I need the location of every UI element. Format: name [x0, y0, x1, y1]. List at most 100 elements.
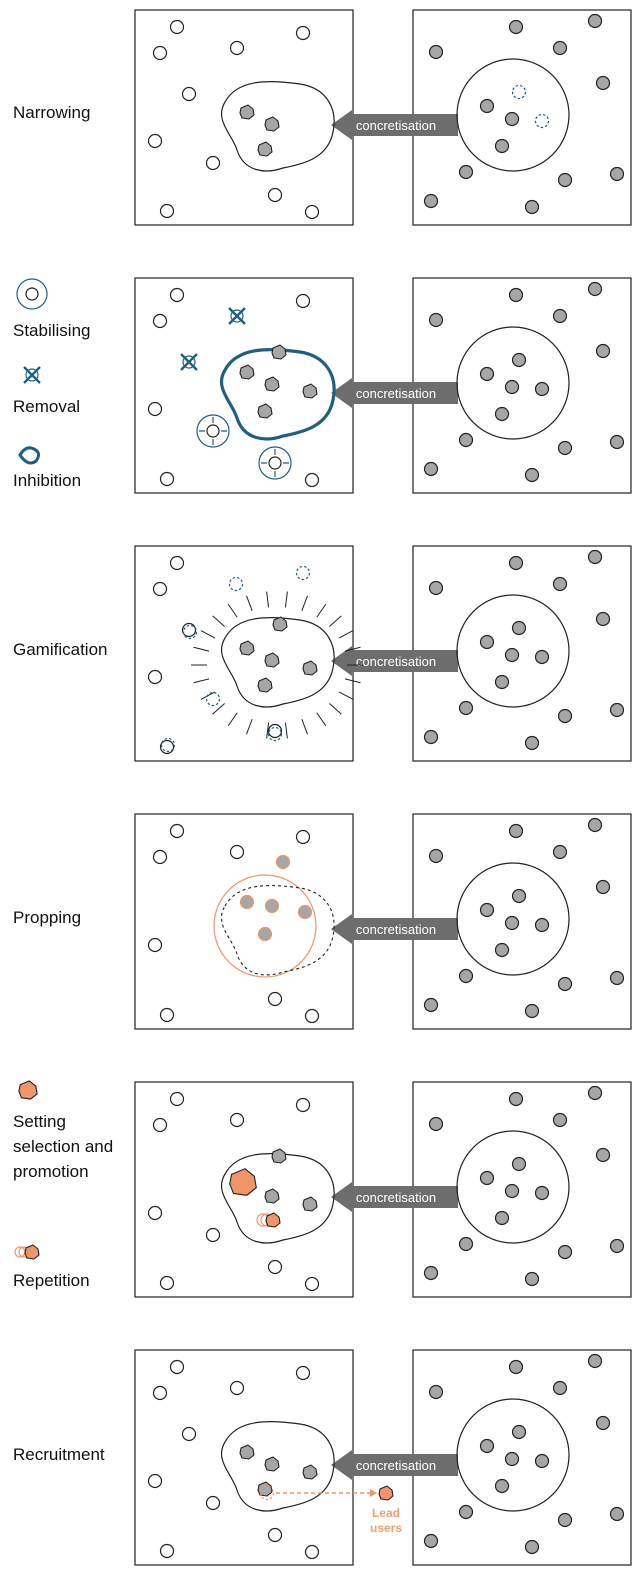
grey-dot	[494, 1210, 510, 1226]
white-dot	[304, 472, 320, 488]
white-dot	[205, 1495, 221, 1511]
rock	[257, 1481, 273, 1497]
gamification-ray	[193, 646, 210, 652]
grey-dot	[458, 968, 474, 984]
grey-dot	[458, 1504, 474, 1520]
grey-dot	[458, 1236, 474, 1252]
propped-item	[239, 894, 255, 910]
rock	[239, 104, 255, 120]
grey-dot	[534, 1185, 550, 1201]
grey-dot	[423, 997, 439, 1013]
white-dot	[152, 1385, 168, 1401]
grey-dot	[504, 647, 520, 663]
gamification-ray	[227, 712, 238, 727]
stabilising-arrows-icon	[261, 449, 289, 477]
concept-circle	[456, 1398, 570, 1512]
grey-dot	[423, 1533, 439, 1549]
concept-circle	[456, 326, 570, 440]
gamification-ray	[200, 630, 216, 639]
grey-dot	[609, 970, 625, 986]
concretisation-arrow	[331, 378, 458, 408]
grey-dot	[479, 902, 495, 918]
white-dot	[229, 40, 245, 56]
gamification-ray	[301, 719, 308, 735]
rock	[272, 616, 288, 632]
grey-dot	[504, 1183, 520, 1199]
row-label-stabilising: Stabilising	[13, 321, 91, 340]
white-dot	[147, 133, 163, 149]
propped-item	[257, 926, 273, 942]
grey-dot	[494, 138, 510, 154]
row-label-removal: Removal	[13, 397, 80, 416]
grey-dot	[423, 461, 439, 477]
white-dot	[267, 1259, 283, 1275]
grey-dot	[428, 1116, 444, 1132]
gamification-ray	[212, 615, 225, 627]
grey-dot	[557, 1512, 573, 1528]
row-gamification: Gamification concretisation	[13, 545, 632, 762]
gamification-ray	[193, 678, 210, 684]
gamification-ray	[338, 630, 354, 639]
grey-dot	[552, 576, 568, 592]
grey-dot	[587, 13, 603, 29]
grey-dot	[557, 708, 573, 724]
rock	[264, 116, 280, 132]
rock	[302, 383, 318, 399]
dashed-blue-dot	[511, 84, 527, 100]
arrow-label: concretisation	[356, 1190, 436, 1205]
grey-dot	[524, 1003, 540, 1019]
grey-dot	[524, 1539, 540, 1555]
grey-dot	[511, 1156, 527, 1172]
row-label-setting-1: Setting	[13, 1112, 66, 1131]
white-dot	[295, 1365, 311, 1381]
white-dot	[169, 1091, 185, 1107]
grey-dot	[609, 1238, 625, 1254]
grey-dot	[458, 164, 474, 180]
white-dot	[229, 844, 245, 860]
white-dot	[267, 991, 283, 1007]
grey-dot	[552, 308, 568, 324]
grey-dot	[508, 19, 524, 35]
white-dot	[169, 1359, 185, 1375]
white-dot	[159, 471, 175, 487]
grey-dot	[595, 611, 611, 627]
propped-item	[297, 904, 313, 920]
recruitment-arrowhead	[370, 1489, 377, 1497]
arrow-label: concretisation	[356, 118, 436, 133]
grey-dot	[609, 166, 625, 182]
arrow-label: concretisation	[356, 386, 436, 401]
gamification-ray	[301, 595, 308, 611]
grey-dot	[508, 287, 524, 303]
grey-dot	[595, 879, 611, 895]
removal-cross-icon	[180, 353, 198, 371]
dashed-blue-dot	[228, 576, 244, 592]
grey-dot	[511, 888, 527, 904]
grey-dot	[458, 432, 474, 448]
white-dot	[304, 1008, 320, 1024]
white-dot	[159, 1007, 175, 1023]
grey-dot	[524, 735, 540, 751]
grey-dot	[508, 1091, 524, 1107]
inhibition-legend-icon	[18, 446, 41, 465]
grey-dot	[479, 366, 495, 382]
white-dot	[152, 45, 168, 61]
rock	[264, 1188, 280, 1204]
promoted-setting	[229, 1168, 257, 1196]
grey-dot	[587, 817, 603, 833]
stabilising-legend-dot	[25, 287, 39, 301]
grey-dot	[511, 352, 527, 368]
grey-dot	[504, 1451, 520, 1467]
grey-dot	[479, 98, 495, 114]
grey-dot	[508, 1359, 524, 1375]
left-panel	[134, 813, 354, 1030]
white-dot	[229, 1380, 245, 1396]
grey-dot	[587, 1353, 603, 1369]
row-setting: Setting selection and promotion Repetiti…	[13, 1081, 632, 1298]
white-dot	[295, 829, 311, 845]
propped-item	[275, 854, 291, 870]
removed-item	[230, 309, 244, 323]
rock	[257, 677, 273, 693]
gamification-ray	[344, 646, 361, 652]
grey-dot	[479, 634, 495, 650]
